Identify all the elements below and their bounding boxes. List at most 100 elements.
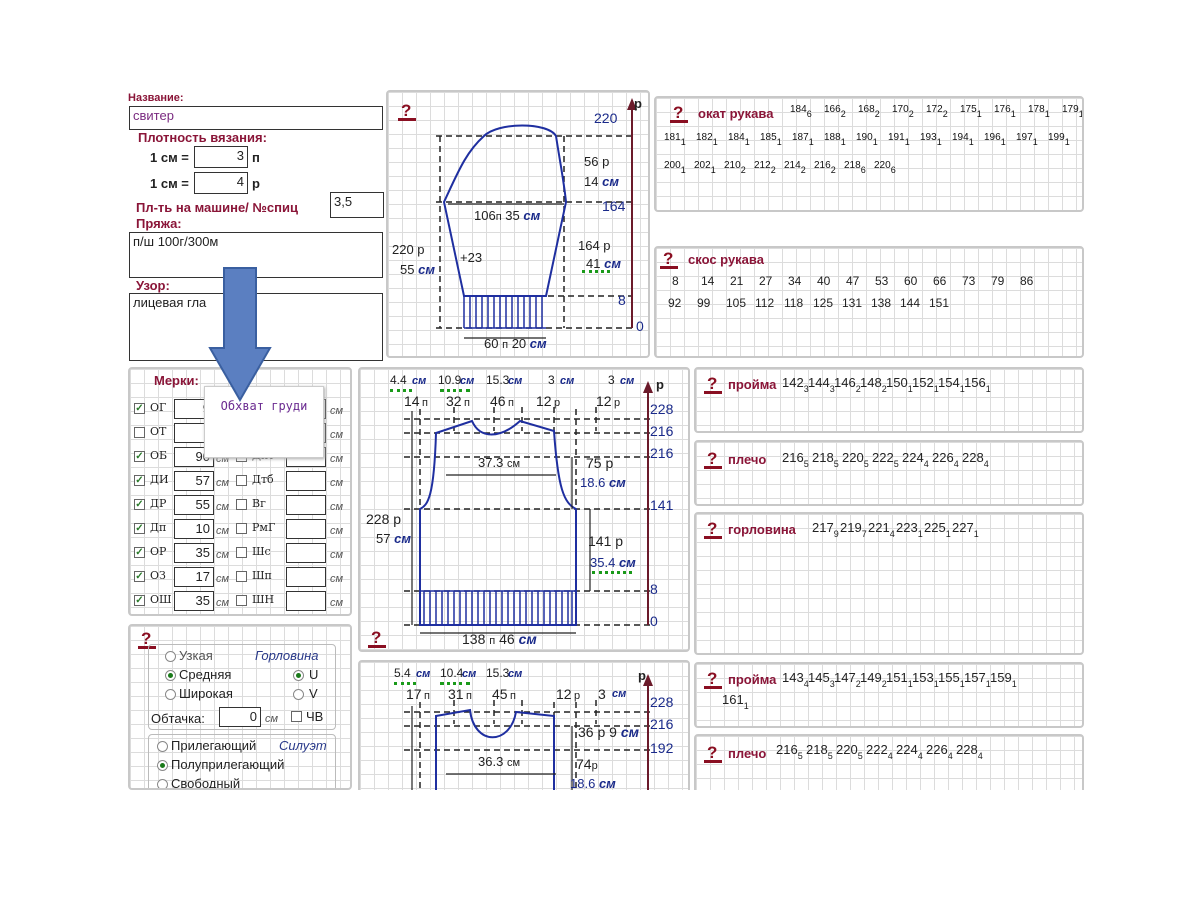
- measure-checkbox[interactable]: ✓: [134, 403, 145, 414]
- measure-checkbox[interactable]: [236, 475, 247, 486]
- measure-checkbox[interactable]: ✓: [134, 499, 145, 510]
- cm-unit: см: [216, 549, 230, 561]
- armhole1-value: 1501: [886, 375, 913, 394]
- measure-checkbox[interactable]: [236, 571, 247, 582]
- measure-input[interactable]: [286, 591, 326, 611]
- chv-checkbox[interactable]: [291, 711, 302, 722]
- sleeve-bevel-value: 66: [933, 274, 947, 288]
- armhole1-value: 1482: [860, 375, 887, 394]
- green-dotted-marker: [440, 389, 470, 392]
- help-question-icon[interactable]: ?: [704, 743, 726, 766]
- back-bottom-loops: 138: [462, 631, 486, 647]
- sleeve-bevel-value: 8: [672, 274, 679, 288]
- shoulder2-value: 2264: [926, 742, 953, 761]
- rows-per-cm-input[interactable]: 4: [194, 172, 248, 194]
- help-question-icon[interactable]: ?: [138, 629, 160, 652]
- measure-checkbox[interactable]: ✓: [134, 451, 145, 462]
- semi-fitted-radio[interactable]: [157, 760, 168, 771]
- loose-radio[interactable]: [157, 779, 168, 788]
- measure-input[interactable]: [286, 519, 326, 539]
- unit-label: п: [508, 397, 514, 409]
- measure-checkbox[interactable]: [236, 595, 247, 606]
- sleeve-bevel-value: 118: [784, 296, 804, 310]
- help-question-icon[interactable]: ?: [398, 101, 420, 124]
- sleeve-bevel-value: 105: [726, 296, 747, 310]
- measure-checkbox[interactable]: ✓: [134, 571, 145, 582]
- help-question-icon[interactable]: ?: [704, 374, 726, 397]
- measure-input[interactable]: 10: [174, 519, 214, 539]
- measure-checkbox[interactable]: ✓: [134, 547, 145, 558]
- loops-per-cm-input[interactable]: 3: [194, 146, 248, 168]
- measure-input[interactable]: 35: [174, 591, 214, 611]
- back-top-loop-label: 12: [596, 393, 612, 409]
- measure-code: ОГ: [150, 401, 167, 414]
- measure-input[interactable]: 17: [174, 567, 214, 587]
- yarn-label: Пряжа:: [136, 216, 182, 231]
- unit-label: р: [614, 397, 621, 409]
- width-cm: 35: [505, 208, 520, 223]
- cm-unit: см: [618, 555, 636, 570]
- front-top-loop-label: 17: [406, 686, 422, 702]
- back-side-cm: 35.4: [590, 555, 616, 570]
- help-question-icon[interactable]: ?: [670, 103, 692, 126]
- measure-input[interactable]: 57: [174, 471, 214, 491]
- cm-unit: см: [394, 531, 411, 546]
- sleeve-diagram: [436, 98, 637, 339]
- front-arm-cm: 18.6: [570, 776, 596, 790]
- cm-unit: см: [523, 208, 541, 223]
- measure-input[interactable]: [286, 543, 326, 563]
- sleeve-bevel-value: 60: [904, 274, 918, 288]
- help-question-icon[interactable]: ?: [368, 628, 390, 650]
- measure-code: РмГ: [252, 521, 276, 534]
- p-unit: п: [489, 635, 496, 647]
- back-top-cm-label: 3: [548, 373, 555, 387]
- chv-label: ЧВ: [306, 709, 324, 724]
- armhole2-value: 1472: [834, 670, 861, 689]
- armhole1-value: 1541: [938, 375, 965, 394]
- measure-code: ДР: [150, 497, 167, 510]
- sleeve-cap-value: 2001: [664, 160, 686, 175]
- neckline-value: 2271: [952, 520, 979, 539]
- armhole2-value: 1611: [722, 692, 749, 711]
- neck-v-label: V: [309, 686, 318, 701]
- measure-checkbox[interactable]: [236, 547, 247, 558]
- neck-wide-radio[interactable]: [165, 689, 176, 700]
- measure-input[interactable]: [286, 495, 326, 515]
- neck-narrow-label: Узкая: [179, 648, 213, 663]
- neck-medium-radio[interactable]: [165, 670, 176, 681]
- fitted-radio[interactable]: [157, 741, 168, 752]
- measure-checkbox[interactable]: [134, 427, 145, 438]
- needle-input[interactable]: 3,5: [330, 192, 384, 218]
- help-question-icon[interactable]: ?: [660, 249, 682, 272]
- help-question-icon[interactable]: ?: [704, 449, 726, 472]
- sleeve-cap-value: 1781: [1028, 104, 1050, 119]
- measure-checkbox[interactable]: ✓: [134, 475, 145, 486]
- back-top-loop-label: 14: [404, 393, 420, 409]
- neck-narrow-radio[interactable]: [165, 651, 176, 662]
- neck-u-radio[interactable]: [293, 670, 304, 681]
- measure-input[interactable]: [286, 471, 326, 491]
- neck-v-radio[interactable]: [293, 689, 304, 700]
- cm-unit: см: [506, 458, 520, 470]
- help-question-icon[interactable]: ?: [704, 519, 726, 542]
- measure-checkbox[interactable]: [236, 523, 247, 534]
- help-question-icon[interactable]: ?: [704, 669, 726, 692]
- measure-input[interactable]: 55: [174, 495, 214, 515]
- front-top-loop-label: 31: [448, 686, 464, 702]
- measure-checkbox[interactable]: [236, 499, 247, 510]
- name-input[interactable]: свитер: [129, 106, 383, 130]
- sleeve-cap-value: 2021: [694, 160, 716, 175]
- measure-checkbox[interactable]: ✓: [134, 523, 145, 534]
- green-dotted-marker: [592, 571, 632, 574]
- cm-unit: см: [330, 501, 344, 513]
- measure-input[interactable]: [286, 567, 326, 587]
- measure-input[interactable]: 35: [174, 543, 214, 563]
- sleeve-row-220: 220: [594, 110, 618, 126]
- facing-input[interactable]: 0: [219, 707, 261, 727]
- sleeve-cap-value: 1881: [824, 132, 846, 147]
- measure-code: Дп: [150, 521, 167, 534]
- measure-checkbox[interactable]: ✓: [134, 595, 145, 606]
